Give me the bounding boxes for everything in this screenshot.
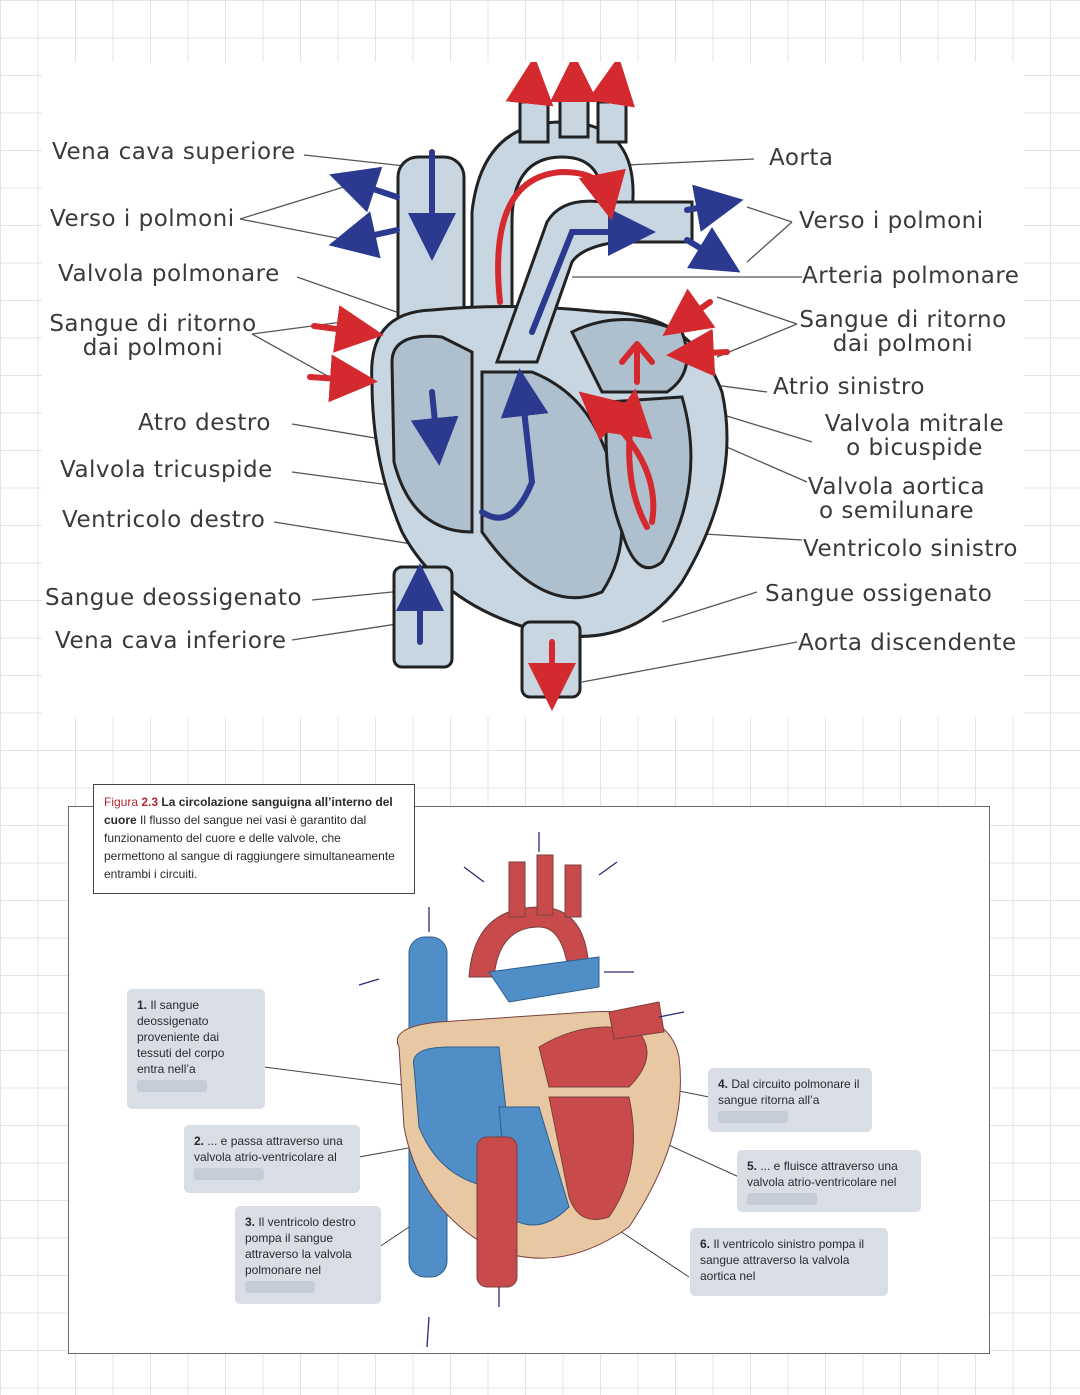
step-4-box: 4. Dal circuito polmonare il sangue rito… — [708, 1068, 872, 1132]
step-3-box: 3. Il ventricolo destro pompa il sangue … — [235, 1206, 381, 1304]
label-atrio-sinistro: Atrio sinistro — [773, 374, 925, 400]
heart-3d — [397, 854, 681, 1288]
hidden-answer — [194, 1167, 264, 1180]
label-verso-i-polmoni-right: Verso i polmoni — [799, 208, 984, 234]
label-valvola-mitrale: Valvola mitrale o bicuspide — [822, 412, 1007, 460]
hidden-answer — [747, 1192, 817, 1205]
hidden-answer — [245, 1280, 315, 1293]
label-line: Valvola mitrale — [824, 411, 1005, 437]
heart-cross-section-illustration — [263, 832, 740, 1348]
label-aorta-discendente: Aorta discendente — [798, 630, 1017, 656]
label-arteria-polmonare: Arteria polmonare — [802, 263, 1020, 289]
step-text: Dal circuito polmonare il sangue ritorna… — [718, 1077, 860, 1107]
figure-number: 2.3 — [141, 795, 159, 809]
top-diagram-panel: Vena cava superiore Verso i polmoni Valv… — [42, 62, 1024, 717]
bottom-figure-panel: 1. Il sangue deossigenato proveniente da… — [68, 806, 990, 1354]
step-5-box: 5. ... e fluisce attraverso una valvola … — [737, 1150, 921, 1212]
label-sangue-deossigenato: Sangue deossigenato — [45, 585, 303, 611]
label-sangue-di-ritorno-right: Sangue di ritorno dai polmoni — [796, 308, 1010, 356]
figure-body: Il flusso del sangue nei vasi è garantit… — [104, 813, 395, 881]
label-aorta: Aorta — [769, 145, 834, 171]
label-line: dai polmoni — [832, 331, 974, 357]
heart-diagram-illustration — [239, 62, 813, 711]
step-text: ... e passa attraverso una valvola atrio… — [194, 1134, 343, 1164]
small-arrows — [358, 832, 685, 1348]
label-vena-cava-superiore: Vena cava superiore — [52, 139, 296, 165]
step-number: 1. — [137, 998, 148, 1012]
step-text: Il ventricolo destro pompa il sangue att… — [245, 1215, 356, 1277]
blood-flow-arrows — [307, 62, 744, 711]
label-line: Sangue di ritorno — [49, 311, 257, 337]
figure-title: La circolazione sanguigna all’interno de… — [104, 795, 393, 827]
figure-prefix: Figura — [104, 795, 142, 809]
step-text: ... e fluisce attraverso una valvola atr… — [747, 1159, 898, 1189]
label-ventricolo-destro: Ventricolo destro — [62, 507, 266, 533]
leader-lines — [239, 154, 813, 683]
step-number: 6. — [700, 1237, 711, 1251]
label-verso-i-polmoni-left: Verso i polmoni — [50, 206, 235, 232]
label-atro-destro: Atro destro — [138, 410, 271, 436]
hidden-answer — [718, 1110, 788, 1123]
step-number: 4. — [718, 1077, 729, 1091]
label-sangue-di-ritorno-left: Sangue di ritorno dai polmoni — [48, 312, 258, 360]
hidden-answer — [137, 1079, 207, 1092]
step-number: 5. — [747, 1159, 758, 1173]
label-line: Sangue di ritorno — [799, 307, 1007, 333]
label-valvola-polmonare: Valvola polmonare — [58, 261, 280, 287]
label-line: dai polmoni — [82, 335, 224, 361]
label-line: Valvola aortica — [807, 474, 986, 500]
figure-caption: Figura 2.3 La circolazione sanguigna all… — [93, 784, 415, 894]
label-ventricolo-sinistro: Ventricolo sinistro — [803, 536, 1018, 562]
label-vena-cava-inferiore: Vena cava inferiore — [55, 628, 287, 654]
label-valvola-aortica: Valvola aortica o semilunare — [804, 475, 989, 523]
step-text: Il sangue deossigenato proveniente dai t… — [137, 998, 225, 1076]
step-number: 2. — [194, 1134, 205, 1148]
label-valvola-tricuspide: Valvola tricuspide — [60, 457, 273, 483]
step-2-box: 2. ... e passa attraverso una valvola at… — [184, 1125, 360, 1193]
label-line: o bicuspide — [846, 435, 983, 461]
label-sangue-ossigenato: Sangue ossigenato — [765, 581, 993, 607]
heart-body — [370, 95, 729, 699]
step-1-box: 1. Il sangue deossigenato proveniente da… — [127, 989, 265, 1109]
step-number: 3. — [245, 1215, 256, 1229]
label-line: o semilunare — [818, 498, 975, 524]
step-text: Il ventricolo sinistro pompa il sangue a… — [700, 1237, 865, 1283]
step-6-box: 6. Il ventricolo sinistro pompa il sangu… — [690, 1228, 888, 1296]
